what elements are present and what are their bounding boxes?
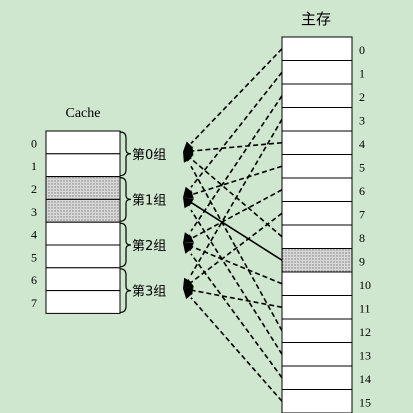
cache-line: [45, 244, 121, 269]
memory-block-label: 1: [359, 66, 365, 80]
memory-block: [281, 295, 353, 320]
mapping-line: [190, 165, 283, 332]
arrowhead: [183, 141, 194, 152]
cache-line: [45, 176, 121, 200]
mapping-line: [190, 253, 283, 379]
cache-line: [45, 267, 121, 292]
memory-block: [281, 365, 353, 390]
mapping-line: [190, 71, 283, 188]
memory-block: [281, 36, 353, 61]
mapping-line: [190, 201, 283, 261]
memory-block-label: 3: [359, 113, 365, 127]
cache-line-label: 3: [31, 205, 37, 219]
memory-block: [281, 224, 353, 249]
group-label: 第3组: [132, 285, 166, 300]
mapping-line: [190, 189, 283, 240]
arrowhead: [183, 190, 194, 199]
cache-line: [45, 153, 121, 178]
memory-block-label: 7: [359, 207, 365, 221]
cache-line: [45, 221, 121, 246]
cache-lines: 0 1 2 3 4 5 6 7: [31, 130, 121, 314]
group-brace: [119, 177, 132, 222]
cache-line-label: 7: [31, 296, 37, 310]
mapping-line: [190, 297, 283, 402]
memory-block: [281, 130, 353, 155]
cache-line-label: 2: [31, 182, 37, 196]
memory-block: [281, 107, 353, 132]
cache-line: [45, 290, 121, 314]
memory-title: 主存: [301, 10, 331, 28]
memory-block: [281, 318, 353, 343]
mapping-line: [190, 209, 283, 355]
cache-line-label: 6: [31, 273, 37, 287]
cache-line-label: 5: [31, 250, 37, 264]
memory-block: [281, 60, 353, 85]
memory-block: [281, 271, 353, 296]
memory-block-label: 10: [359, 278, 371, 292]
mapping-line: [190, 48, 283, 145]
memory-block-label: 13: [359, 348, 371, 362]
memory-block: [281, 342, 353, 367]
memory-block-label: 0: [359, 43, 365, 57]
mapping-line: [190, 158, 283, 238]
cache-line-label: 4: [31, 228, 37, 242]
arrowhead: [183, 151, 192, 163]
cache-line: [45, 130, 121, 155]
memory-block-label: 11: [359, 301, 371, 315]
memory-block: [281, 154, 353, 179]
cache-line-label: 1: [31, 159, 37, 173]
memory-block-label: 15: [359, 395, 371, 409]
arrowhead: [183, 146, 194, 156]
memory-block-label: 14: [359, 372, 371, 386]
mapping-line: [190, 141, 283, 152]
memory-block: [281, 83, 353, 108]
mapping-arrows: [183, 48, 283, 402]
group-label: 第1组: [132, 193, 166, 208]
group-brace: [119, 268, 132, 313]
group-label: 第2组: [132, 239, 166, 254]
cache-title: Cache: [66, 106, 101, 121]
arrowhead: [183, 197, 193, 209]
mapping-line: [190, 212, 283, 284]
memory-block-label: 8: [359, 231, 365, 245]
memory-block: [281, 389, 353, 413]
arrowhead: [183, 234, 194, 243]
memory-block: [281, 201, 353, 226]
memory-block-label: 9: [359, 254, 365, 268]
group-brace: [119, 222, 132, 268]
memory-block-label: 6: [359, 184, 365, 198]
memory-block: [281, 248, 353, 273]
group-label: 第0组: [132, 148, 166, 163]
arrowhead: [183, 278, 194, 289]
mapping-line: [190, 245, 283, 285]
mapping-line: [190, 95, 283, 232]
memory-block-label: 4: [359, 137, 365, 151]
arrowhead: [183, 186, 193, 198]
arrowhead: [183, 243, 193, 254]
memory-block-label: 5: [359, 160, 365, 174]
cache-line: [45, 198, 121, 223]
arrowhead: [183, 288, 193, 300]
memory-block-label: 12: [359, 325, 371, 339]
memory-block: [281, 177, 353, 202]
cache-line-label: 0: [31, 136, 37, 150]
memory-block-label: 2: [359, 90, 365, 104]
group-brace: [119, 131, 132, 177]
mapping-line: [190, 289, 283, 309]
